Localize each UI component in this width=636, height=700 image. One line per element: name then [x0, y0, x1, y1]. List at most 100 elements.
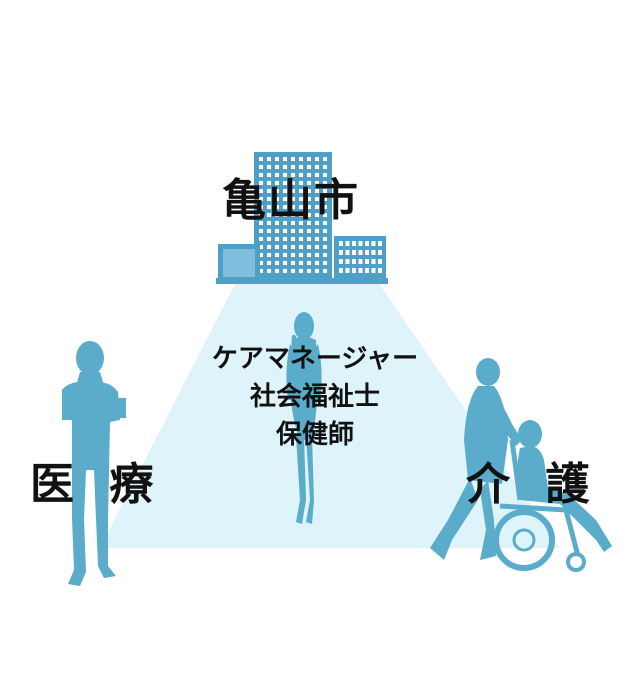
- building-window: [307, 157, 311, 161]
- building-window: [259, 213, 263, 217]
- building-window: [315, 229, 319, 233]
- role-public-health-nurse: 保健師: [275, 420, 354, 450]
- building-window: [291, 261, 295, 265]
- building-window: [315, 269, 319, 273]
- building-window: [259, 157, 263, 161]
- building-window: [345, 268, 350, 273]
- wheelchair-user-icon: [493, 420, 612, 572]
- building-window: [345, 259, 350, 264]
- building-window: [307, 181, 311, 185]
- building-window: [299, 213, 303, 217]
- building-window: [323, 189, 327, 193]
- building-window: [291, 237, 295, 241]
- building-window: [259, 205, 263, 209]
- building-window: [307, 253, 311, 257]
- building-window: [378, 250, 382, 255]
- building-window: [315, 253, 319, 257]
- building-window: [267, 157, 271, 161]
- building-window: [275, 237, 279, 241]
- building-window: [299, 205, 303, 209]
- building-window: [323, 205, 327, 209]
- building-window: [283, 165, 287, 169]
- building-window: [315, 165, 319, 169]
- building-window: [275, 253, 279, 257]
- building-window: [259, 245, 263, 249]
- building-window: [275, 261, 279, 265]
- medical-label: 医 療: [30, 459, 164, 510]
- building-window: [267, 173, 271, 177]
- building-window: [283, 173, 287, 177]
- building-window: [259, 173, 263, 177]
- building-window: [323, 253, 327, 257]
- building-window: [291, 221, 295, 225]
- building-window: [299, 157, 303, 161]
- building-window: [299, 261, 303, 265]
- building-window: [352, 268, 356, 273]
- building-window: [283, 261, 287, 265]
- building-window: [352, 250, 356, 255]
- building-window: [378, 259, 382, 264]
- building-window: [323, 181, 327, 185]
- building-window: [283, 189, 287, 193]
- building-window: [299, 253, 303, 257]
- building-window: [275, 229, 279, 233]
- building-window: [345, 241, 350, 246]
- building-window: [291, 157, 295, 161]
- building-window: [291, 229, 295, 233]
- building-window: [358, 241, 363, 246]
- building-window: [299, 237, 303, 241]
- building-window: [371, 259, 376, 264]
- building-window: [352, 241, 356, 246]
- building-window: [323, 173, 327, 177]
- building-window: [323, 269, 327, 273]
- building-window: [365, 250, 369, 255]
- building-window: [307, 173, 311, 177]
- building-window: [323, 213, 327, 217]
- role-care-manager: ケアマネージャー: [211, 344, 419, 374]
- building-window: [307, 189, 311, 193]
- building-window: [315, 197, 319, 201]
- building-window: [259, 261, 263, 265]
- building-window: [299, 165, 303, 169]
- building-window: [267, 189, 271, 193]
- building-window: [291, 165, 295, 169]
- building-window: [259, 181, 263, 185]
- building-window: [307, 269, 311, 273]
- building-window: [299, 173, 303, 177]
- building-window: [315, 205, 319, 209]
- building-window: [299, 269, 303, 273]
- building-window: [323, 165, 327, 169]
- building-window: [267, 165, 271, 169]
- nursing-care-label: 介 護: [466, 459, 600, 510]
- building-window: [267, 269, 271, 273]
- building-window: [315, 189, 319, 193]
- building-window: [323, 157, 327, 161]
- building-window: [315, 245, 319, 249]
- building-window: [307, 229, 311, 233]
- building-window: [283, 213, 287, 217]
- building-window: [259, 197, 263, 201]
- building-window: [259, 229, 263, 233]
- building-window: [291, 245, 295, 249]
- building-window: [315, 221, 319, 225]
- building-window: [283, 237, 287, 241]
- building-window: [339, 259, 343, 264]
- building-window: [275, 189, 279, 193]
- building-window: [307, 205, 311, 209]
- building-window: [307, 213, 311, 217]
- building-window: [267, 213, 271, 217]
- building-window: [283, 181, 287, 185]
- building-window: [323, 221, 327, 225]
- building-window: [339, 268, 343, 273]
- building-window: [283, 221, 287, 225]
- building-window: [371, 241, 376, 246]
- building-window: [323, 197, 327, 201]
- building-window: [299, 229, 303, 233]
- building-window: [358, 268, 363, 273]
- building-window: [323, 237, 327, 241]
- building-window: [323, 229, 327, 233]
- building-window: [267, 261, 271, 265]
- building-window: [315, 181, 319, 185]
